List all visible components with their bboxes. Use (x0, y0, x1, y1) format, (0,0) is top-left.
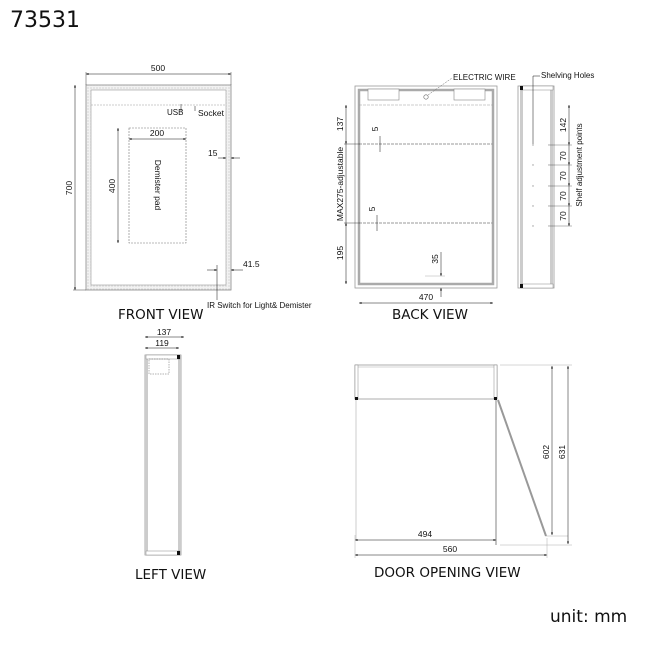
front-height-dim: 700 (64, 181, 74, 195)
ir-offset-dim: 41.5 (243, 259, 260, 269)
spacing-dim-4: 70 (558, 211, 568, 221)
bottom-offset-dim: 35 (430, 254, 440, 264)
total-width-dim: 560 (443, 544, 457, 554)
pad-height-dim: 400 (107, 179, 117, 193)
first-gap-dim: 142 (558, 118, 568, 132)
spacing-dim-1: 70 (558, 151, 568, 161)
pad-width-dim: 200 (150, 128, 164, 138)
electric-wire-label: ELECTRIC WIRE (453, 73, 516, 82)
left-view-label: LEFT VIEW (135, 567, 206, 583)
inner-width-dim: 494 (418, 529, 432, 539)
front-view: USB Socket Demister pad 200 400 500 700 … (64, 63, 312, 323)
total-depth-dim: 631 (557, 445, 567, 459)
shelf-thickness-top-dim: 5 (370, 126, 380, 131)
spacing-dim-2: 70 (558, 171, 568, 181)
front-width-dim: 500 (151, 63, 165, 73)
spacing-dim-3: 70 (558, 191, 568, 201)
bottom-gap-dim: 195 (335, 246, 345, 260)
top-gap-dim: 137 (335, 117, 345, 131)
inner-width-dim: 470 (419, 292, 433, 302)
border-dim: 15 (208, 148, 218, 158)
depth-dim: 137 (157, 327, 171, 337)
adjustable-dim: MAX275-adjustable (335, 147, 345, 221)
door-opening-view: 602 631 494 560 DOOR OPENING VIEW (354, 364, 572, 581)
unit-label: unit: mm (550, 607, 628, 627)
left-view: 137 119 LEFT VIEW (135, 327, 206, 583)
back-view-label: BACK VIEW (392, 307, 468, 323)
door-depth-dim: 602 (541, 445, 551, 459)
door-opening-view-label: DOOR OPENING VIEW (374, 565, 521, 581)
shelving-holes-label: Shelving Holes (541, 71, 594, 80)
usb-label: USB (167, 108, 183, 117)
side-view: Shelving Holes 142 70 70 70 70 Shelf adj… (517, 71, 594, 289)
model-number: 73531 (10, 8, 80, 33)
back-view: ELECTRIC WIRE 137 MAX275-adjustable 195 … (335, 73, 516, 323)
front-view-label: FRONT VIEW (118, 307, 204, 323)
shelf-thickness-bottom-dim: 5 (367, 206, 377, 211)
inner-depth-dim: 119 (155, 338, 169, 348)
ir-switch-note: IR Switch for Light& Demister (207, 301, 312, 310)
socket-label: Socket (198, 108, 225, 118)
demister-pad-label: Demister pad (153, 160, 163, 211)
shelf-adjustment-note: Shelf adjustment points (575, 123, 584, 206)
